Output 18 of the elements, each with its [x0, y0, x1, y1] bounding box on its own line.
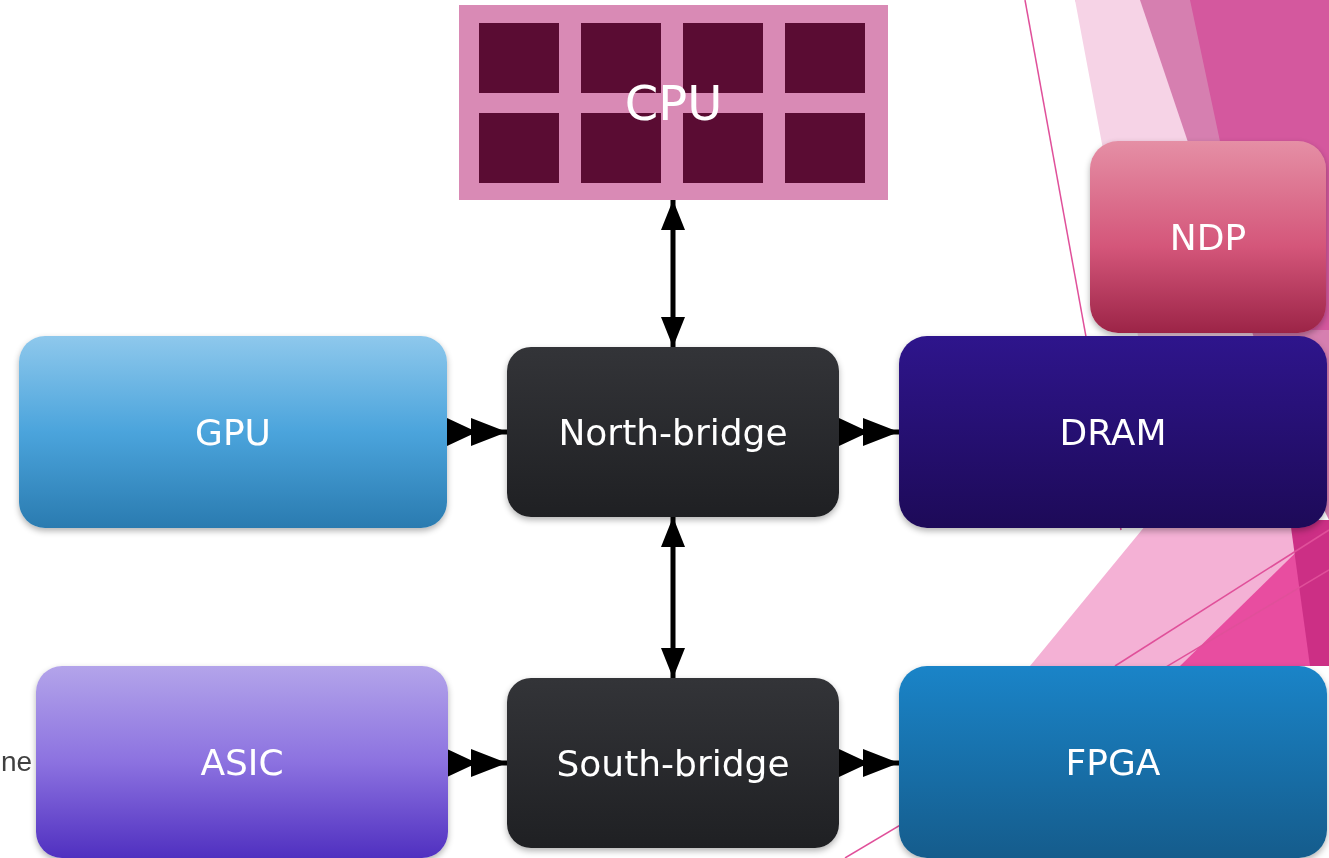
- process-box: [899, 336, 1327, 528]
- node-label: ASIC: [200, 741, 284, 783]
- process-box: [36, 666, 448, 858]
- node-label: DRAM: [1059, 411, 1167, 453]
- cpu-block: [459, 5, 888, 200]
- process-box: [19, 336, 447, 528]
- process-box: [507, 347, 839, 517]
- node-label: FPGA: [1065, 741, 1161, 783]
- node-label: South-bridge: [556, 742, 790, 784]
- node-label: NDP: [1169, 216, 1247, 258]
- text-fragment: ne: [1, 746, 33, 778]
- arrow: [661, 517, 685, 678]
- process-box: [1090, 141, 1326, 333]
- arrow: [661, 200, 685, 347]
- process-box: [507, 678, 839, 848]
- node-label: North-bridge: [558, 411, 788, 453]
- process-box: [899, 666, 1327, 858]
- node-label: GPU: [195, 411, 271, 453]
